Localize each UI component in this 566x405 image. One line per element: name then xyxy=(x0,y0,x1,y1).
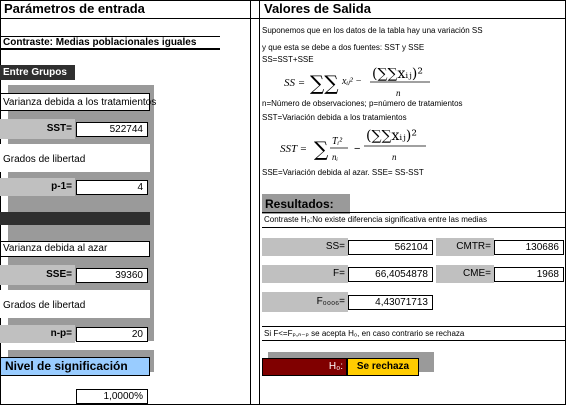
random-variance-label: Varianza debida al azar xyxy=(3,243,108,254)
formula-term: nᵢ xyxy=(332,152,339,162)
formula-term: xᵢⱼ² − xyxy=(341,76,362,87)
column-divider xyxy=(250,0,251,405)
sse-input[interactable]: 39360 xyxy=(76,268,148,283)
sst-label: SST= xyxy=(46,123,72,134)
ss-formula: SS = ∑∑ xᵢⱼ² − (∑∑xᵢⱼ)² n xyxy=(284,66,430,98)
sigma-symbol: ∑∑ xyxy=(310,71,339,95)
f-label: F= xyxy=(333,268,345,279)
formula-numerator: (∑∑xᵢⱼ)² xyxy=(372,66,423,82)
label-cell-bg xyxy=(0,325,75,343)
label-cell-bg xyxy=(0,119,75,139)
label-cell-bg xyxy=(436,238,494,256)
explanation-line-6: SSE=Variación debida al azar. SSE= SS-SS… xyxy=(262,168,424,177)
formula-denominator: n xyxy=(396,88,401,98)
p1-label: p-1= xyxy=(51,181,72,192)
cme-output: 1968 xyxy=(494,267,564,282)
formula-denominator: n xyxy=(392,152,397,162)
ss-label: SS= xyxy=(325,241,345,252)
f-output: 66,4054878 xyxy=(348,267,433,282)
section-divider-bar xyxy=(0,212,150,225)
np-input[interactable]: 20 xyxy=(76,327,148,342)
treat-variance-box: Varianza debida a los tratamientos xyxy=(0,93,156,111)
right-panel-title: Valores de Salida xyxy=(264,1,371,16)
dof2-label: Grados de libertad xyxy=(3,300,86,311)
label-cell-bg xyxy=(0,265,75,285)
explanation-line-2: y que esta se debe a dos fuentes: SST y … xyxy=(262,43,425,52)
sst-formula-label: SST = xyxy=(280,143,307,155)
column-divider xyxy=(259,0,260,405)
label-cell-bg xyxy=(436,265,494,283)
hypothesis-text: Contraste H₀:No existe diferencia signif… xyxy=(262,212,566,228)
formula-numerator: (∑∑xᵢⱼ)² xyxy=(366,128,417,144)
np-label: n-p= xyxy=(50,328,72,339)
results-title: Resultados: xyxy=(265,197,334,211)
cmtr-label: CMTR= xyxy=(456,241,491,252)
results-header-shadow xyxy=(262,194,350,214)
p1-input[interactable]: 4 xyxy=(76,180,148,195)
decision-rule: Si F<=Fₚ,ₙ₋ₚ se acepta H₀, en caso contr… xyxy=(262,326,566,341)
sst-formula: SST = ∑ Tᵢ² nᵢ − (∑∑xᵢⱼ)² n xyxy=(280,128,426,162)
label-cell-bg xyxy=(0,178,75,196)
cmtr-output: 130686 xyxy=(494,240,564,255)
label-cell-bg xyxy=(262,292,348,312)
ss-formula-label: SS = xyxy=(284,77,305,89)
significance-title: Nivel de significación xyxy=(0,357,150,376)
formula-term: Tᵢ² xyxy=(332,136,343,147)
left-panel-title: Parámetros de entrada xyxy=(4,1,145,16)
explanation-line-5: SST=Variación debida a los tratamientos xyxy=(262,113,407,122)
dof1-label: Grados de libertad xyxy=(3,154,86,165)
verdict-badge: Se rechaza xyxy=(347,358,419,376)
label-cell-bg xyxy=(262,265,348,283)
treat-variance-label: Varianza debida a los tratamientos xyxy=(3,97,157,108)
explanation-line-3: SS=SST+SSE xyxy=(262,55,314,64)
significance-input[interactable]: 1,0000% xyxy=(76,389,148,404)
sigma-symbol: ∑ xyxy=(314,137,329,161)
fcrit-output: 4,43071713 xyxy=(348,295,433,310)
h0-label: H₀: xyxy=(262,358,347,376)
fcrit-label: F₀₀₀₆= xyxy=(316,296,345,307)
dof1-box: Grados de libertad xyxy=(0,144,150,172)
between-groups-header: Entre Grupos xyxy=(0,65,75,80)
header-row-line xyxy=(0,18,566,19)
ss-output: 562104 xyxy=(348,240,433,255)
contrast-label: Contraste: Medias poblacionales iguales xyxy=(0,36,220,50)
random-variance-box: Varianza debida al azar xyxy=(0,241,150,257)
cme-label: CME= xyxy=(462,268,491,279)
explanation-line-1: Suponemos que en los datos de la tabla h… xyxy=(262,26,483,35)
label-cell-bg xyxy=(262,238,348,256)
sst-input[interactable]: 522744 xyxy=(76,122,148,137)
minus-sign: − xyxy=(354,143,360,155)
explanation-line-4: n=Número de observaciones; p=número de t… xyxy=(262,99,463,108)
sse-label: SSE= xyxy=(46,269,72,280)
dof2-box: Grados de libertad xyxy=(0,290,150,318)
